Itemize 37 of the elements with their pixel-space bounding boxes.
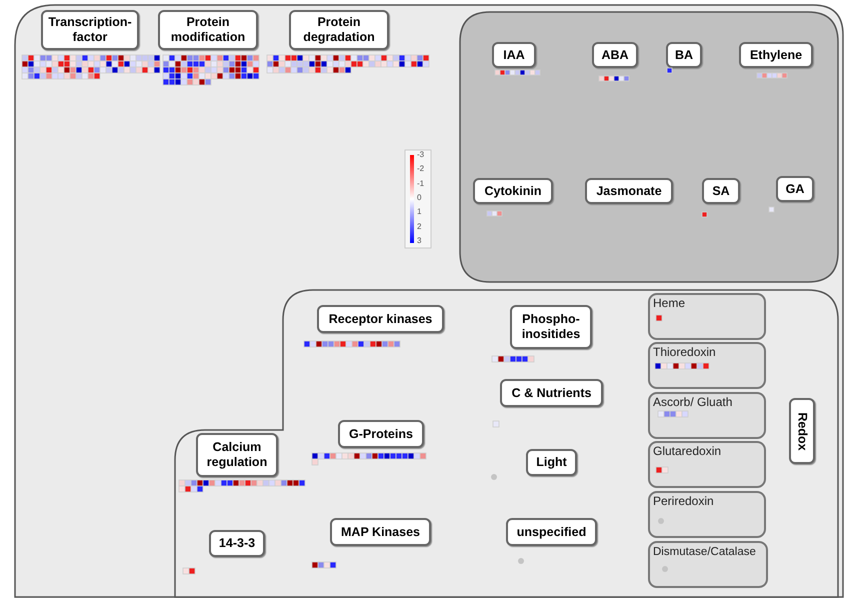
scale-tick-label: 2 xyxy=(417,222,422,231)
category-label-box: MAP Kinases xyxy=(330,518,431,546)
category-label-box: IAA xyxy=(492,42,536,68)
category-box: Dismutase/Catalase xyxy=(648,541,768,588)
category-label-box: Protein modification xyxy=(158,10,258,50)
category-label-box: unspecified xyxy=(506,518,597,546)
signalling-panel xyxy=(175,290,838,597)
background-panel xyxy=(15,5,843,597)
scale-tick-label: -2 xyxy=(417,164,424,174)
category-label-box: G-Proteins xyxy=(338,420,424,448)
category-label-box: SA xyxy=(702,178,740,204)
scale-tick-label: 0 xyxy=(417,193,422,202)
category-box: Ascorb/ Gluath xyxy=(648,392,766,439)
category-box: Glutaredoxin xyxy=(648,441,766,488)
category-label-box: Receptor kinases xyxy=(317,305,444,333)
category-label-box: Light xyxy=(526,449,577,476)
category-label-box: Cytokinin xyxy=(473,178,553,204)
hormone-panel xyxy=(460,12,838,282)
category-label-box: Redox xyxy=(789,398,815,464)
scale-tick-label: 3 xyxy=(417,236,422,245)
category-label-box: 14-3-3 xyxy=(209,530,265,557)
category-label-box: Ethylene xyxy=(739,42,813,68)
category-label-box: ABA xyxy=(592,42,638,68)
category-label-box: GA xyxy=(776,176,814,202)
category-label-box: BA xyxy=(666,42,702,68)
category-label-box: Calcium regulation xyxy=(196,433,278,477)
category-box: Thioredoxin xyxy=(648,342,766,389)
scale-tick-label: -3 xyxy=(417,150,424,159)
category-label-box: Phospho-inositides xyxy=(510,305,592,349)
scale-tick-label: -1 xyxy=(417,178,424,188)
scale-tick-label: 1 xyxy=(417,207,422,216)
category-label-box: Jasmonate xyxy=(585,178,673,204)
category-label-box: Protein degradation xyxy=(289,10,389,50)
category-box: Periredoxin xyxy=(648,491,766,538)
category-label-box: C & Nutrients xyxy=(500,379,603,407)
category-box: Heme xyxy=(648,293,766,340)
category-label-box: Transcription-factor xyxy=(41,10,139,50)
